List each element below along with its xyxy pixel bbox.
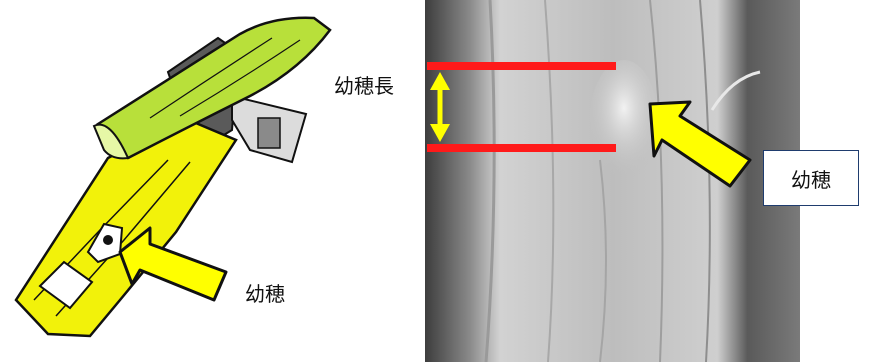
illustration-panicle-label: 幼穂 xyxy=(245,278,285,307)
stem-photo xyxy=(425,0,800,362)
panicle-length-label: 幼穂長 xyxy=(334,70,394,99)
photo-panicle-label: 幼穂 xyxy=(791,164,831,193)
illustration-arrow-icon xyxy=(120,228,226,300)
photo-panicle-callout: 幼穂 xyxy=(763,150,859,206)
